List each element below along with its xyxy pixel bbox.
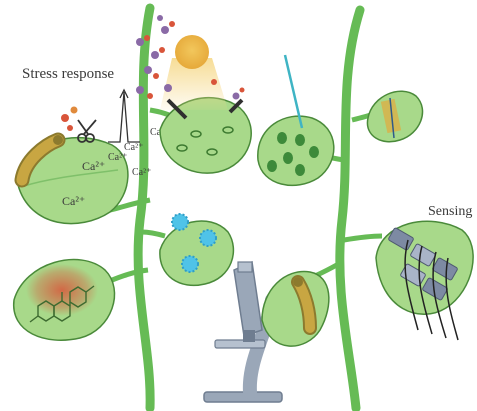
sun-icon (160, 35, 228, 110)
calcium-signal-trace (108, 90, 140, 142)
calcium-label-5: Ca²⁺ (132, 167, 151, 178)
sensing-label: Sensing (428, 204, 472, 219)
stress-response-label: Stress response (22, 66, 114, 82)
calcium-label-3: Ca²⁺ (108, 152, 127, 163)
right-stem (340, 10, 360, 408)
damage-signals (61, 107, 78, 132)
calcium-label-4: Ca²⁺ (124, 142, 143, 153)
leaf-tattoo (352, 91, 423, 141)
leaf-pathogen (142, 221, 233, 285)
calcium-label-2: Ca²⁺ (62, 194, 85, 208)
calcium-label-1: Ca²⁺ (82, 159, 105, 173)
leaf-heatmap (14, 260, 148, 341)
